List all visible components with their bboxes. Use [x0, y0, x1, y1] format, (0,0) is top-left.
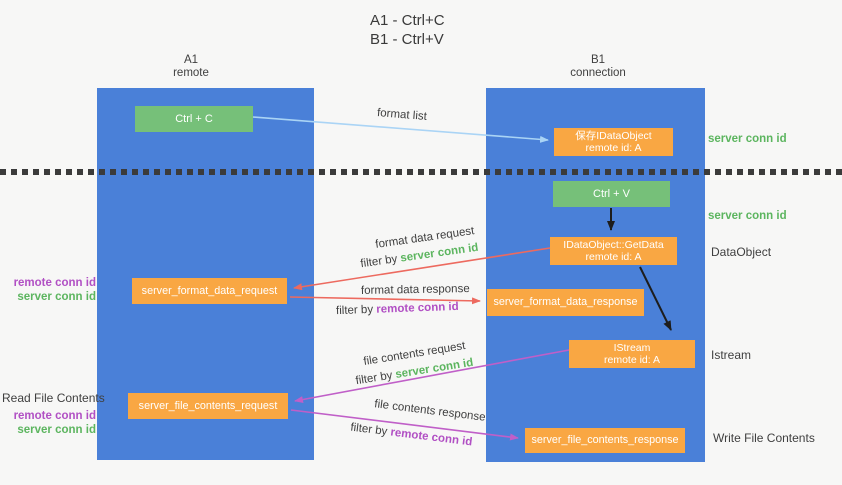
- remote-conn-id-text: remote conn id: [376, 300, 459, 316]
- a1-column-subtitle: remote: [173, 67, 209, 79]
- server-conn-id-annotation-mid: server conn id: [708, 210, 787, 222]
- server-conn-id-annotation-2: server conn id: [17, 423, 96, 436]
- server-conn-id-annotation-1: server conn id: [17, 290, 96, 303]
- node-save-idataobject: 保存IDataObject remote id: A: [554, 128, 673, 156]
- node-istream: IStream remote id: A: [569, 340, 695, 368]
- remote-conn-id-annotation-2: remote conn id: [13, 410, 96, 422]
- node-istream-line2: remote id: A: [603, 354, 661, 366]
- a1-column-header: A1 remote: [141, 54, 241, 80]
- file-request-conn-ids-annotation: remote conn id server conn id: [0, 410, 96, 437]
- b1-column-subtitle: connection: [570, 67, 626, 79]
- format-data-response-label: format data response: [360, 283, 470, 297]
- b1-column-header: B1 connection: [548, 54, 648, 80]
- title-line-a1: A1 - Ctrl+C: [370, 12, 445, 29]
- node-save-idataobject-line2: remote id: A: [585, 142, 642, 154]
- format-list-label: format list: [376, 107, 428, 123]
- write-file-contents-annotation: Write File Contents: [713, 431, 815, 445]
- node-server-file-contents-request: server_file_contents_request: [128, 393, 288, 419]
- server-conn-id-annotation-top: server conn id: [708, 133, 787, 145]
- filter-by-text: filter by: [349, 421, 388, 438]
- file-contents-response-label: file contents response: [373, 398, 487, 424]
- node-server-file-contents-response: server_file_contents_response: [525, 428, 685, 453]
- title-line-b1: B1 - Ctrl+V: [370, 31, 444, 48]
- node-getdata-line1: IDataObject::GetData: [563, 238, 664, 251]
- node-server-format-data-request: server_format_data_request: [132, 278, 287, 304]
- remote-conn-id-annotation-1: remote conn id: [13, 277, 96, 289]
- diagram-title: A1 - Ctrl+C B1 - Ctrl+V: [370, 11, 445, 49]
- filter-by-remote-conn-id-label-2: filter by remote conn id: [350, 422, 473, 449]
- node-save-idataobject-line1: 保存IDataObject: [575, 129, 652, 142]
- node-idataobject-getdata: IDataObject::GetData remote id: A: [550, 237, 677, 265]
- session-divider-dotted-line: [0, 169, 842, 175]
- node-server-format-data-response: server_format_data_response: [487, 289, 644, 316]
- filter-by-remote-conn-id-label-1: filter by remote conn id: [336, 301, 459, 317]
- node-istream-line1: IStream: [613, 341, 651, 354]
- filter-by-text: filter by: [359, 253, 399, 271]
- a1-column-name: A1: [183, 54, 199, 66]
- filter-by-text: filter by: [354, 369, 394, 388]
- filter-by-text: filter by: [335, 303, 374, 318]
- b1-column-name: B1: [590, 54, 606, 66]
- node-ctrl-v: Ctrl + V: [553, 181, 670, 207]
- dataobject-annotation: DataObject: [711, 245, 772, 259]
- node-getdata-line2: remote id: A: [585, 251, 642, 263]
- remote-conn-id-text: remote conn id: [389, 426, 473, 449]
- istream-annotation: Istream: [711, 348, 752, 362]
- format-request-conn-ids-annotation: remote conn id server conn id: [0, 277, 96, 304]
- node-ctrl-c: Ctrl + C: [135, 106, 253, 132]
- read-file-contents-annotation: Read File Contents: [2, 391, 105, 405]
